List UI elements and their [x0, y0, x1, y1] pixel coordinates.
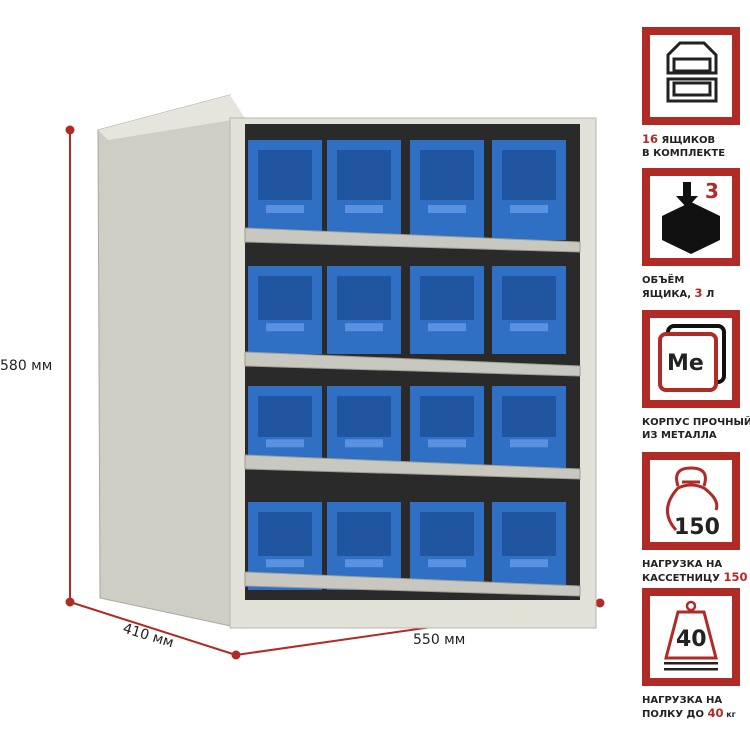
- cabinet-illustration: [65, 94, 605, 660]
- drawer-handle: [266, 559, 304, 568]
- drawer-window: [258, 512, 312, 556]
- drawer-handle: [266, 323, 304, 332]
- kettlebell-icon: 150: [666, 466, 720, 540]
- drawer-handle: [266, 439, 304, 448]
- drawer-window: [502, 396, 556, 437]
- drawer-window: [420, 150, 474, 200]
- drawer-window: [258, 150, 312, 200]
- drawer-window: [337, 276, 391, 320]
- drawer-handle: [510, 323, 548, 332]
- shelf: [244, 454, 581, 480]
- drawer-handle: [345, 439, 383, 448]
- drawer-window: [337, 150, 391, 200]
- height-dimension-label: 580 мм: [0, 358, 53, 374]
- svg-text:Me: Me: [667, 351, 704, 376]
- drawer-window: [502, 150, 556, 200]
- drawer-handle: [345, 559, 383, 568]
- weight-icon: 40: [664, 600, 718, 671]
- drawer-window: [502, 276, 556, 320]
- cabinet-side-panel: [97, 94, 241, 629]
- drawer-window: [337, 396, 391, 437]
- drawers-icon: [666, 41, 718, 103]
- svg-text:150: 150: [674, 515, 720, 540]
- drawer-window: [258, 276, 312, 320]
- shelf: [244, 227, 581, 253]
- drawer-handle: [428, 205, 466, 213]
- cabinet-top: [98, 95, 245, 140]
- drawer-window: [420, 276, 474, 320]
- shelf: [244, 571, 581, 597]
- width-dimension-label: 550 мм: [413, 632, 466, 648]
- drawer-handle: [428, 439, 466, 448]
- drawer-handle: [428, 323, 466, 332]
- svg-text:3: 3: [705, 179, 719, 203]
- shelf: [244, 351, 581, 377]
- drawer-handle: [428, 559, 466, 568]
- drawer-handle: [345, 205, 383, 213]
- drawer-window: [420, 512, 474, 556]
- drawer-handle: [510, 559, 548, 568]
- drawer-handle: [345, 323, 383, 332]
- drawer-window: [337, 512, 391, 556]
- box-volume-icon: 3: [662, 179, 720, 254]
- drawer-handle: [510, 439, 548, 448]
- drawer-handle: [510, 205, 548, 213]
- drawer-window: [420, 396, 474, 437]
- drawer-window: [502, 512, 556, 556]
- drawer-window: [258, 396, 312, 437]
- drawer-handle: [266, 205, 304, 213]
- svg-text:40: 40: [676, 627, 707, 652]
- metal-icon: Me: [658, 324, 726, 392]
